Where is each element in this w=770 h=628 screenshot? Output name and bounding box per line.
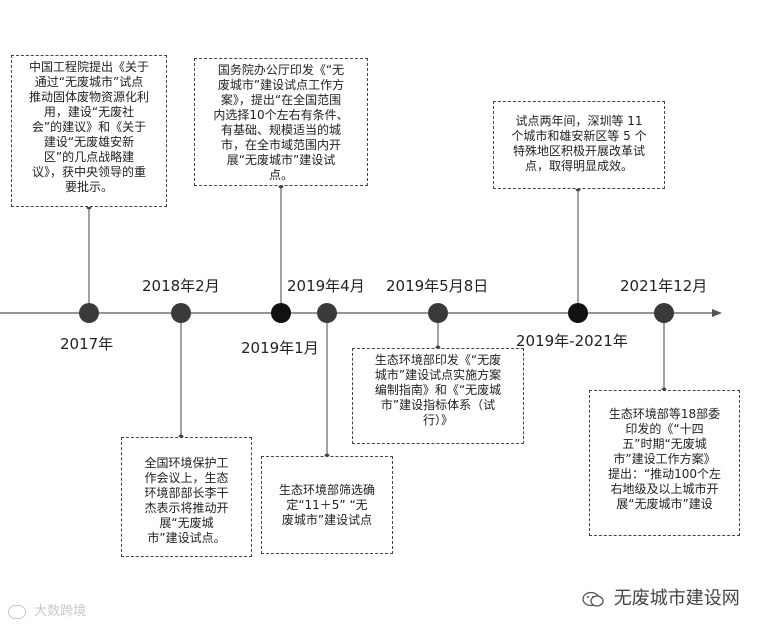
wechat-icon	[582, 591, 604, 608]
watermark-left-text: 大数跨境	[34, 604, 87, 619]
event-box-2019-04: 生态环境部筛选确 定“11＋5” “无 废城市”建设试点	[261, 456, 393, 554]
node-2019-01	[271, 303, 291, 323]
date-label-2021-12: 2021年12月	[620, 277, 708, 295]
watermark-right-text: 无废城市建设网	[613, 588, 740, 609]
date-label-2019-04: 2019年4月	[287, 277, 365, 295]
node-2019-05-08	[428, 303, 448, 323]
node-2017	[79, 303, 99, 323]
node-2019-04	[317, 303, 337, 323]
timeline-arrow	[712, 309, 722, 317]
date-label-2019-01: 2019年1月	[241, 339, 319, 357]
event-box-2018-02: 全国环境保护工 作会议上，生态 环境部部长李干 杰表示将推动开 展“无废城 市”…	[121, 437, 252, 557]
date-label-2017: 2017年	[60, 335, 114, 353]
node-2021-12	[654, 303, 674, 323]
event-box-2017: 中国工程院提出《关于 通过“无废城市”试点 推动固体废物资源化利 用，建设“无废…	[11, 55, 167, 207]
watermark-left: 大数跨境	[8, 600, 86, 619]
event-box-2019-01: 国务院办公厅印发《“无 废城市”建设试点工作方 案》，提出“在全国范围 内选择1…	[194, 58, 368, 186]
node-2019-2021	[568, 303, 588, 323]
date-label-2019-2021: 2019年-2021年	[516, 332, 628, 350]
watermark-right: 无废城市建设网	[582, 584, 740, 610]
sina-weibo-icon	[8, 604, 26, 619]
date-label-2018-02: 2018年2月	[142, 277, 220, 295]
event-box-2021-12: 生态环境部等18部委 印发的《“十四 五”时期“无废城 市”建设工作方案》 提出…	[589, 390, 740, 536]
event-box-2019-05-08: 生态环境部印发《“无废 城市”建设试点实施方案 编制指南》和《“无废城 市”建设…	[352, 348, 524, 444]
date-label-2019-05-08: 2019年5月8日	[386, 277, 489, 295]
event-box-2019-2021: 试点两年间，深圳等 11 个城市和雄安新区等 5 个 特殊地区积极开展改革试 点…	[493, 101, 665, 189]
node-2018-02	[171, 303, 191, 323]
